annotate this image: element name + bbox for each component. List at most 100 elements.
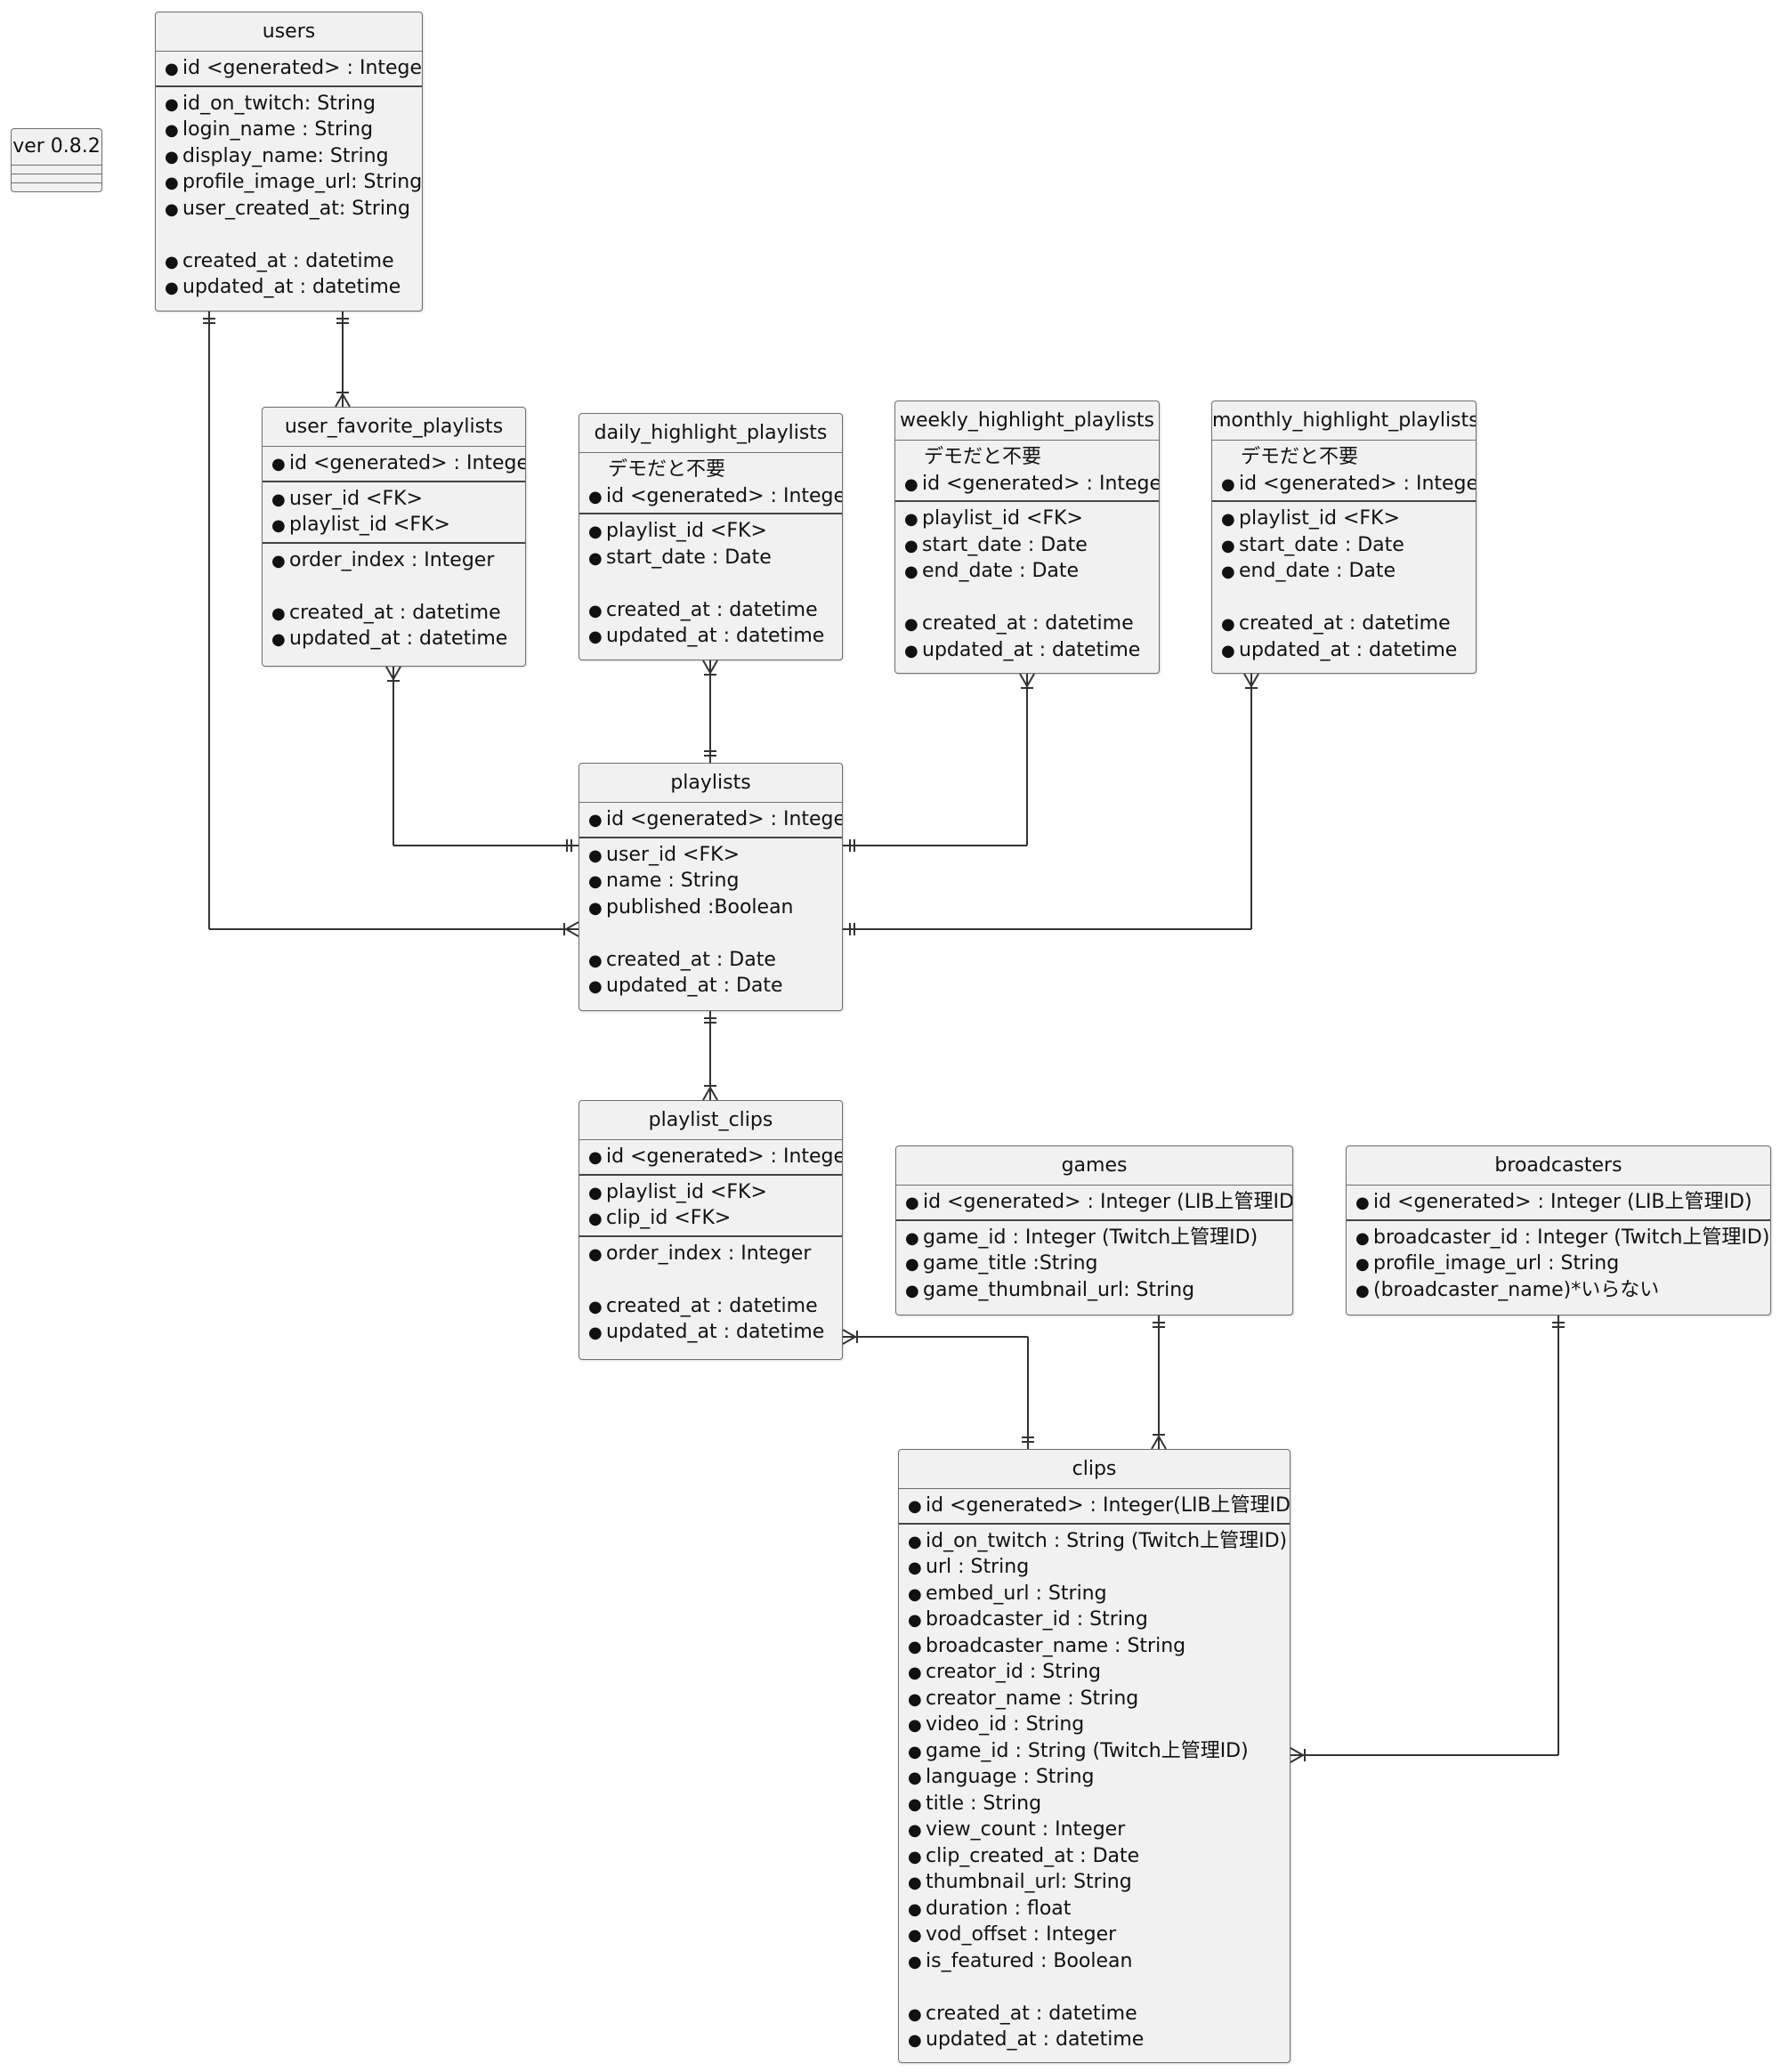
attribute-text: is_featured : Boolean [926, 1949, 1133, 1972]
one-cardinality-icon [1153, 1322, 1165, 1328]
attribute-text: duration : float [926, 1897, 1072, 1920]
bullet-icon: ● [908, 1874, 922, 1892]
attribute-text: updated_at : datetime [289, 627, 508, 650]
attribute-text: profile_image_url: String [182, 171, 423, 193]
attribute-text: デモだと不要 [924, 446, 1042, 468]
bullet-icon: ● [588, 1244, 603, 1264]
attribute-row: ●title : String [908, 1791, 1290, 1817]
attribute-text: id <generated> : Integer [922, 472, 1160, 495]
attribute-row: ●id <generated> : Integer [588, 1144, 842, 1170]
attribute-text: playlist_id <FK> [1239, 507, 1400, 530]
attribute-text: order_index : Integer [606, 1242, 812, 1265]
entity-user-favorite-playlists[interactable]: user_favorite_playlists●id <generated> :… [262, 407, 526, 667]
attribute-row: ●id <generated> : Integer [588, 483, 842, 510]
entity-games[interactable]: games●id <generated> : Integer (LIB上管理ID… [895, 1145, 1293, 1315]
bullet-icon: ● [588, 898, 603, 918]
attribute-row: ●video_id : String [908, 1712, 1290, 1738]
many-cardinality-icon [1243, 673, 1259, 689]
attribute-row: ●user_created_at: String [165, 196, 422, 223]
attribute-row: ●order_index : Integer [588, 1241, 842, 1267]
attribute-text: broadcaster_name : String [926, 1634, 1186, 1657]
attribute-row: ●login_name : String [165, 117, 422, 143]
many-cardinality-icon [563, 921, 579, 937]
attribute-text: display_name: String [182, 144, 389, 167]
attribute-row [588, 1267, 842, 1293]
attribute-row: ●(broadcaster_name)*いらない [1355, 1277, 1770, 1304]
attribute-row [904, 585, 1159, 611]
attribute-text: updated_at : datetime [926, 2028, 1145, 2051]
attribute-row: ●creator_id : String [908, 1659, 1290, 1686]
bullet-icon: ● [588, 1148, 603, 1167]
bullet-icon: ● [904, 641, 918, 660]
attribute-row [165, 222, 422, 248]
attribute-section: ●id <generated> : Integer [263, 447, 525, 481]
bullet-icon: ● [588, 846, 603, 865]
one-cardinality-icon [849, 839, 855, 852]
attribute-text: embed_url : String [926, 1582, 1107, 1605]
attribute-row: ●game_id : Integer (Twitch上管理ID) [905, 1225, 1292, 1251]
bullet-icon: ● [908, 1663, 922, 1682]
bullet-icon: ● [165, 60, 179, 78]
entity-users[interactable]: users●id <generated> : Integer●id_on_twi… [155, 12, 423, 312]
bullet-icon: ● [165, 174, 179, 192]
attribute-row: ●clip_created_at : Date [908, 1843, 1290, 1870]
attribute-text: playlist_id <FK> [922, 507, 1083, 530]
bullet-icon: ● [905, 1228, 919, 1248]
entity-playlists[interactable]: playlists●id <generated> : Integer●user_… [578, 763, 843, 1011]
bullet-icon: ● [1221, 563, 1235, 581]
attribute-row: ●created_at : datetime [1221, 611, 1476, 637]
entity-title: broadcasters [1347, 1146, 1770, 1186]
entity-title: playlist_clips [579, 1101, 842, 1140]
attribute-row: ●user_id <FK> [271, 486, 525, 513]
bullet-icon: ● [588, 811, 603, 830]
bullet-icon: ● [908, 2004, 922, 2024]
attribute-text: id <generated> : Integer [182, 57, 423, 79]
attribute-section: ●id_on_twitch: String●login_name : Strin… [156, 85, 422, 304]
attribute-section: ●game_id : Integer (Twitch上管理ID)●game_ti… [896, 1218, 1292, 1307]
attribute-text: created_at : datetime [922, 612, 1134, 635]
entity-playlist-clips[interactable]: playlist_clips●id <generated> : Integer●… [578, 1100, 843, 1360]
attribute-text: playlist_id <FK> [606, 1180, 767, 1203]
attribute-text: game_id : Integer (Twitch上管理ID) [923, 1226, 1258, 1249]
attribute-row: ●name : String [588, 868, 842, 894]
attribute-section: ●playlist_id <FK>●start_date : Date●end_… [1212, 500, 1476, 667]
attribute-row: ●user_id <FK> [588, 842, 842, 869]
bullet-icon: ● [908, 1899, 922, 1919]
attribute-text: thumbnail_url: String [926, 1871, 1132, 1893]
attribute-text: updated_at : datetime [182, 276, 401, 298]
bullet-icon: ● [904, 563, 918, 581]
bullet-icon: ● [904, 510, 918, 529]
bullet-icon: ● [271, 490, 286, 509]
attribute-row: ●id <generated> : Integer [271, 450, 525, 477]
attribute-row: ●id <generated> : Integer [588, 806, 842, 833]
bullet-icon: ● [165, 147, 179, 166]
attribute-text: id <generated> : Integer (LIB上管理ID) [1373, 1191, 1752, 1213]
entity-title: monthly_highlight_playlists [1212, 401, 1476, 441]
attribute-row: ●game_id : String (Twitch上管理ID) [908, 1738, 1290, 1765]
bullet-icon: ● [165, 252, 179, 271]
entity-broadcasters[interactable]: broadcasters ●id <generated> : Integer (L… [1346, 1145, 1771, 1315]
attribute-text: created_at : datetime [606, 598, 818, 621]
entity-title: daily_highlight_playlists [579, 414, 842, 453]
attribute-row: ●url : String [908, 1554, 1290, 1581]
attribute-row [1221, 585, 1476, 611]
attribute-row: ●id <generated> : Integer (LIB上管理ID) [1355, 1189, 1770, 1216]
attribute-row: ●updated_at : datetime [588, 623, 842, 650]
bullet-icon: ● [165, 279, 179, 297]
attribute-row: ●game_thumbnail_url: String [905, 1277, 1292, 1304]
attribute-row: ●id_on_twitch: String [165, 91, 422, 117]
bullet-icon: ● [904, 536, 918, 555]
attribute-text: game_id : String (Twitch上管理ID) [926, 1739, 1249, 1762]
version-box: ver 0.8.2 [11, 128, 102, 192]
attribute-text: start_date : Date [1239, 533, 1404, 556]
entity-clips[interactable]: clips●id <generated> : Integer(LIB上管理ID)… [898, 1449, 1290, 2063]
many-cardinality-icon [335, 392, 351, 408]
one-cardinality-icon [704, 750, 716, 757]
bullet-icon: ● [588, 487, 603, 506]
attribute-section: ●id <generated> : Integer [156, 52, 422, 85]
attribute-text: vod_offset : Integer [926, 1923, 1117, 1946]
attribute-text: id <generated> : Integer [1239, 472, 1477, 495]
